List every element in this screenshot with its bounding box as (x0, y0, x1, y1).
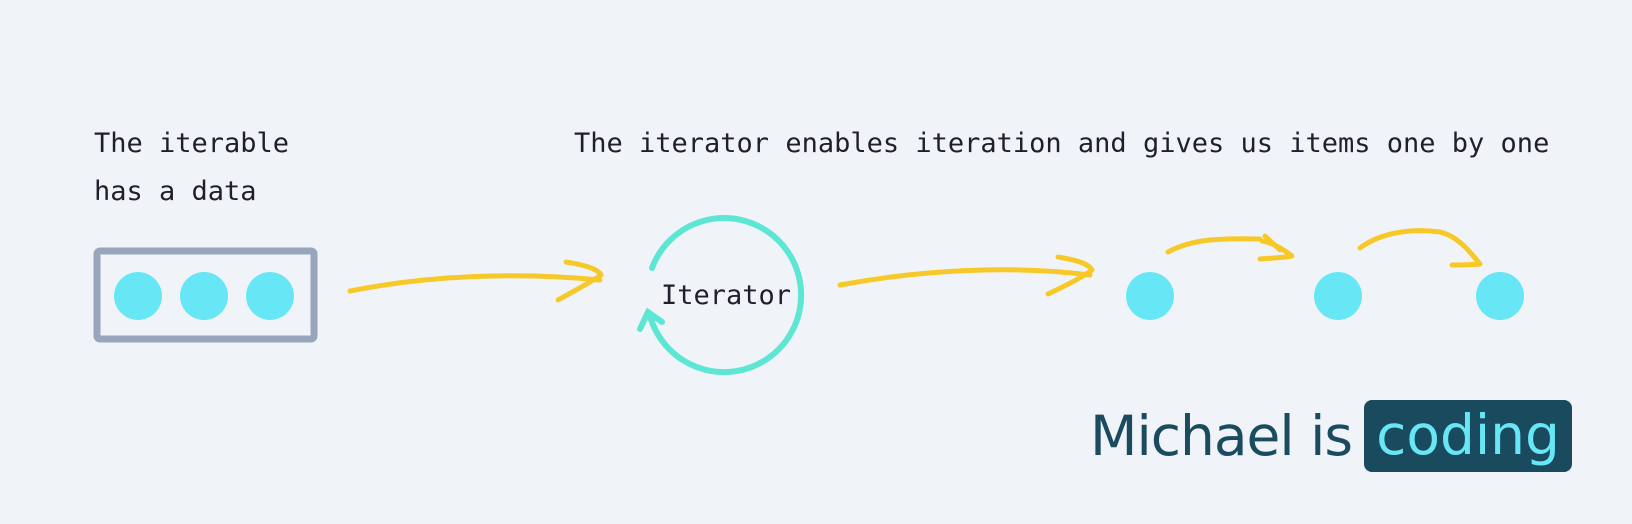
arrow-iterable-to-iterator (347, 259, 604, 303)
iterator-node-label: Iterator (661, 280, 791, 311)
cycle-arrow-icon (647, 215, 805, 376)
iterable-item-dot (180, 272, 228, 320)
arrow-item-1-to-2 (1165, 233, 1295, 262)
brand-highlight: coding (1364, 400, 1572, 472)
brand-logo: Michael is coding (1090, 398, 1572, 474)
iterable-label: The iterable has a data (94, 120, 289, 216)
brand-name: Michael is (1090, 404, 1353, 468)
iterator-cycle (637, 215, 805, 376)
iterator-caption: The iterator enables iteration and gives… (574, 128, 1550, 159)
iterable-box (93, 247, 318, 343)
yielded-item-dot (1314, 272, 1362, 320)
yielded-items (1126, 272, 1524, 320)
cycle-arrowhead-icon (637, 307, 665, 332)
yielded-item-dot (1126, 272, 1174, 320)
iterable-label-line1: The iterable (94, 128, 290, 159)
iterable-box-border (93, 247, 318, 343)
iterable-label-line2: has a data (94, 176, 257, 207)
arrow-iterator-to-items (837, 254, 1095, 297)
iterable-item-dot (114, 272, 162, 320)
arrow-item-2-to-3 (1357, 228, 1483, 268)
iterable-item-dot (246, 272, 294, 320)
yielded-item-dot (1476, 272, 1524, 320)
